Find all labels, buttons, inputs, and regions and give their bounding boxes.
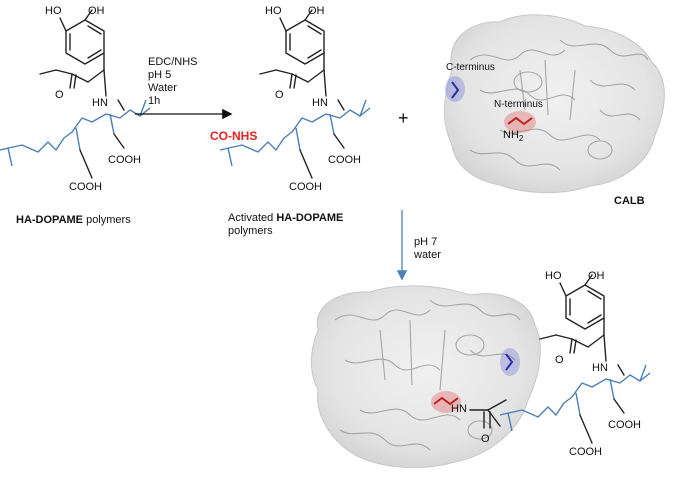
cooh-label-4: COOH <box>289 181 322 193</box>
water-label: water <box>413 249 441 261</box>
time-label: 1h <box>148 95 160 107</box>
oh-label: OH <box>88 5 105 17</box>
oh-label-3: OH <box>588 270 605 282</box>
ho-label-2: HO <box>265 5 282 17</box>
cooh-label-5: COOH <box>608 419 641 431</box>
oh-label-2: OH <box>308 5 325 17</box>
carbonyl-o-label-3: O <box>555 354 564 366</box>
co-nhs-label: CO-NHS <box>210 129 257 143</box>
activated-ha-dopame-molecule <box>219 9 371 179</box>
ho-label-3: HO <box>545 270 562 282</box>
amine-label-2: HN <box>312 97 328 109</box>
calb-caption: CALB <box>614 195 645 207</box>
amide-hn-label: HN <box>451 403 467 415</box>
activated-caption-line1: Activated HA-DOPAME <box>228 212 343 224</box>
reagent-label: EDC/NHS <box>148 56 198 68</box>
amine-label: HN <box>92 97 108 109</box>
c-terminus-label: C-terminus <box>446 62 495 73</box>
carbonyl-o-label: O <box>55 89 64 101</box>
ha-dopame-caption: HA-DOPAME polymers <box>16 214 131 226</box>
cooh-label-1: COOH <box>108 154 141 166</box>
conjugate-protein <box>310 285 541 469</box>
cooh-label-2: COOH <box>69 181 102 193</box>
plus-sign: + <box>398 108 409 128</box>
solvent-label: Water <box>148 82 177 94</box>
amide-o-label: O <box>481 433 490 445</box>
nh2-label: NH2 <box>503 129 524 143</box>
cooh-label-6: COOH <box>569 446 602 458</box>
activated-caption-line2: polymers <box>228 225 273 237</box>
ph7-label: pH 7 <box>414 236 437 248</box>
calb-protein <box>443 14 665 194</box>
carbonyl-o-label-2: O <box>275 89 284 101</box>
n-terminus-label: N-terminus <box>494 99 543 110</box>
ph-label: pH 5 <box>148 69 171 81</box>
amine-label-3: HN <box>592 362 608 374</box>
ho-label: HO <box>45 5 62 17</box>
ha-dopame-molecule <box>0 9 151 179</box>
cooh-label-3: COOH <box>328 154 361 166</box>
